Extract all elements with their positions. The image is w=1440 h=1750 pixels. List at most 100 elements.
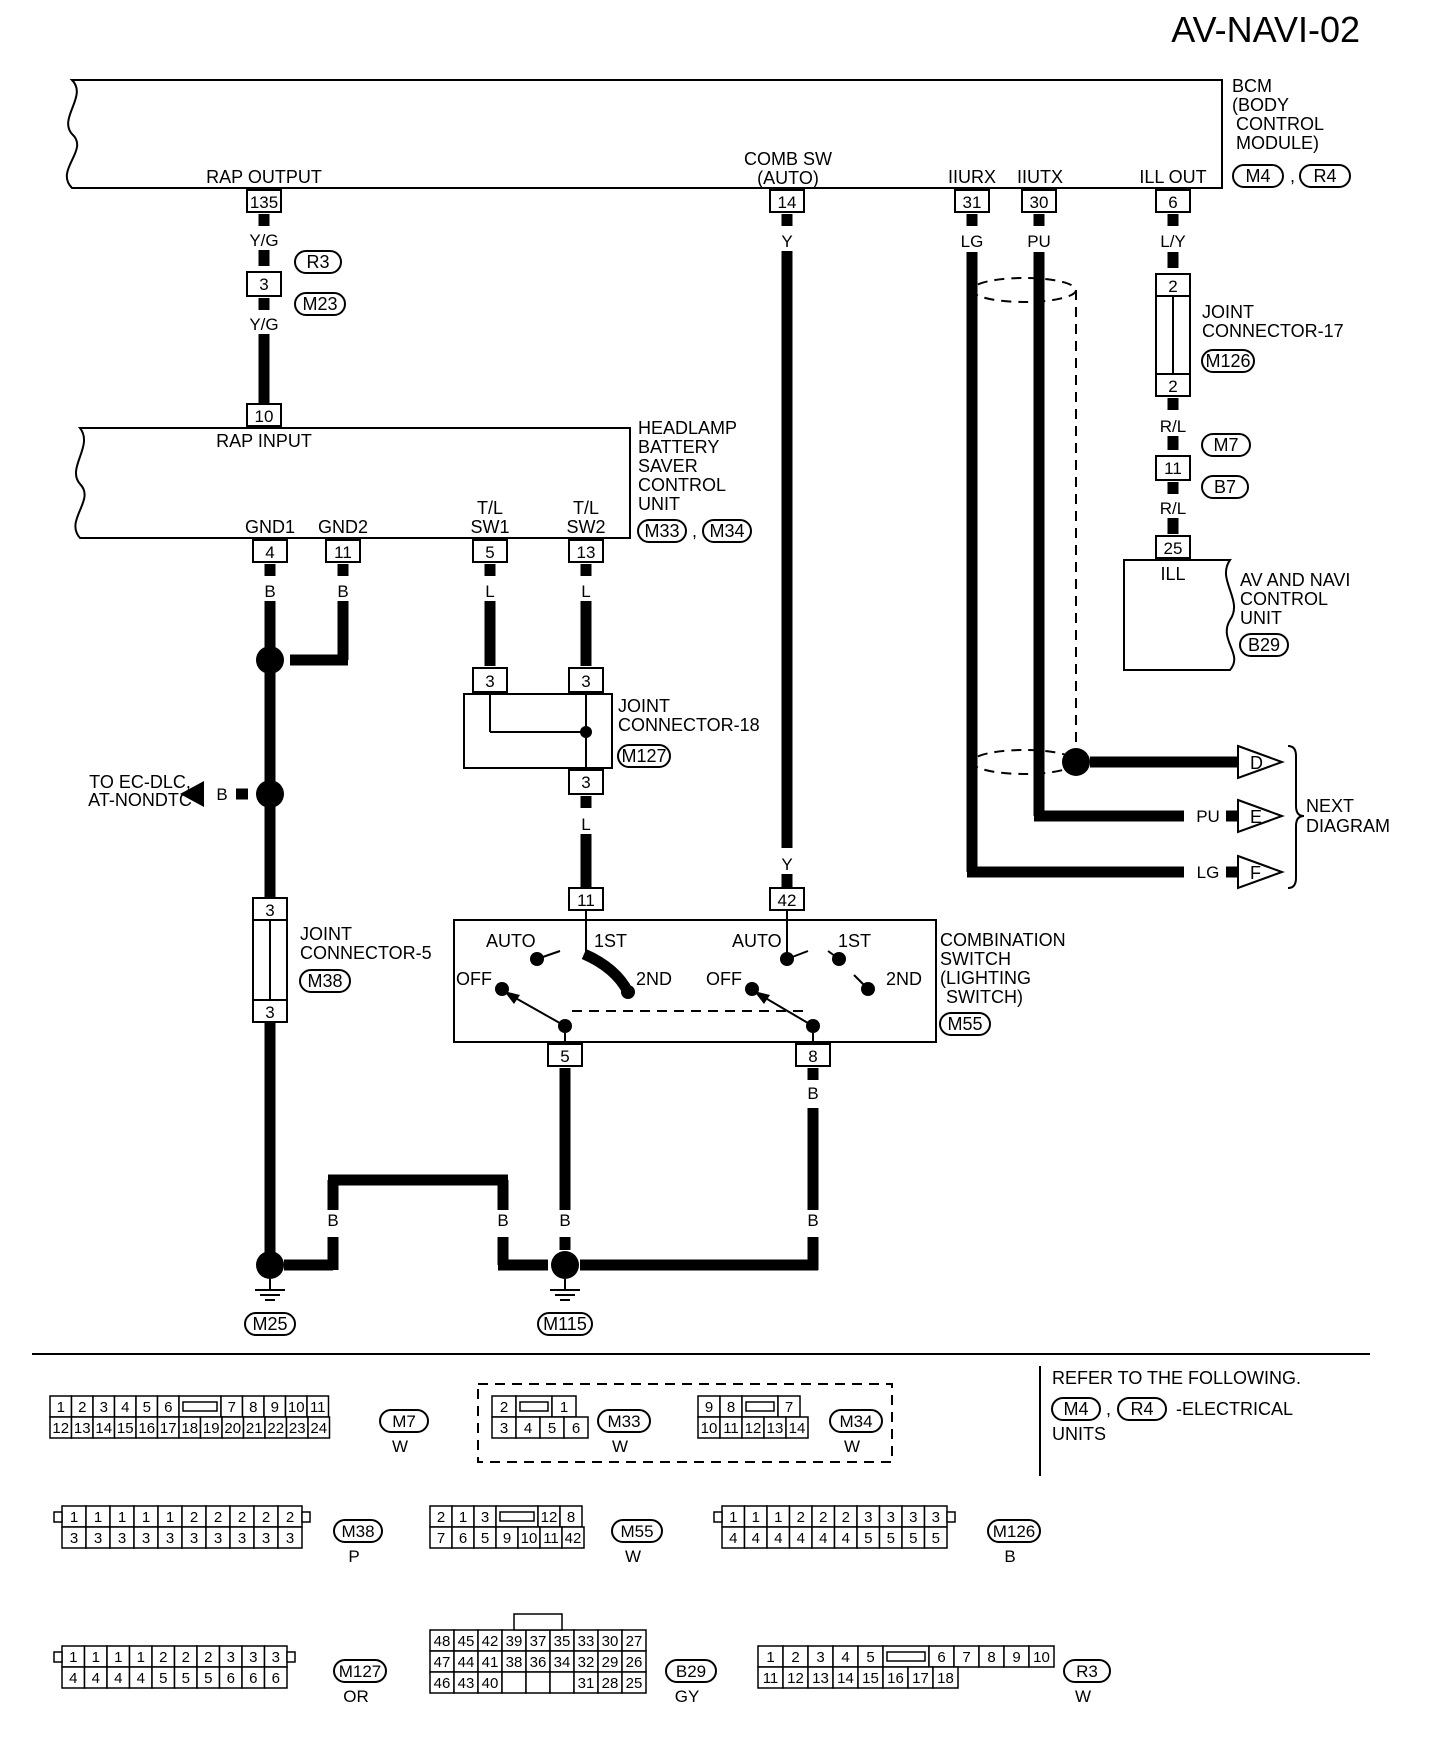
cavity-number: 1 [729,1509,737,1526]
cavity-number: 16 [887,1670,904,1687]
cavity-number: 3 [166,1530,174,1547]
cavity-number: 1 [166,1509,174,1526]
cavity-number: 47 [434,1654,451,1671]
connector-tag: M38 [307,971,342,991]
cavity-number: 1 [137,1649,145,1666]
cavity-number: 19 [203,1420,220,1437]
cavity-number: 6 [164,1399,172,1416]
cavity-number: 3 [262,1530,270,1547]
cavity-number: 6 [572,1420,580,1437]
connector-cavity [932,1666,959,1689]
connector-tag: R4 [1313,166,1336,186]
cavity-number: 3 [238,1530,246,1547]
switch-pos-2nd: 2ND [636,969,672,989]
cavity-number: 3 [190,1530,198,1547]
switch-pos-auto: AUTO [732,931,782,951]
connector-tag: R3 [1076,1662,1098,1681]
wire-color: L [581,815,590,834]
next-diagram-label: DIAGRAM [1306,816,1390,836]
cavity-number: 6 [459,1530,467,1547]
connector-tag: M7 [1213,435,1238,455]
cavity-number: 7 [962,1649,970,1666]
cavity-number: 1 [92,1649,100,1666]
connector-tag: M55 [620,1522,653,1541]
cavity-number: 27 [626,1633,643,1650]
connector-cavity [923,1526,948,1549]
cavity-number: 20 [224,1420,241,1437]
wire-color: B [264,1211,275,1230]
cavity-number: 8 [727,1399,735,1416]
bcm-pin-label-iiutx: IIUTX [1017,167,1063,187]
cavity-number: 9 [705,1399,713,1416]
cavity-number: 2 [190,1509,198,1526]
cavity-number: 3 [887,1509,895,1526]
switch-label-line: SWITCH) [946,987,1023,1007]
comma-sep: , [692,521,697,541]
connector-cavity [277,1526,303,1549]
cavity-number: 48 [434,1633,451,1650]
wire-color: B [807,1084,818,1103]
cavity-number: 44 [458,1654,475,1671]
bcm-pin-label-ill-out: ILL OUT [1139,167,1206,187]
cavity-number: 3 [227,1649,235,1666]
wire-color: PU [1027,232,1051,251]
cavity-number: 40 [482,1675,499,1692]
cavity-number: 14 [95,1420,112,1437]
bcm-label-line: (BODY [1232,95,1289,115]
connector-cavity [263,1666,288,1689]
cavity-number: 3 [249,1649,257,1666]
pin-number: 3 [265,1003,274,1022]
joint-label-line: CONNECTOR-5 [300,943,432,963]
unit-label-line: HEADLAMP [638,418,737,438]
headlamp-pins: 4 11 5 13 [252,539,604,563]
cavity-number: 36 [530,1654,547,1671]
cavity-number: 15 [117,1420,134,1437]
pin-number: 135 [250,193,278,212]
wire-color: Y/G [249,315,278,334]
comma-sep: , [1106,1399,1111,1419]
cavity-number: 18 [181,1420,198,1437]
connector-tag: M33 [607,1412,640,1431]
cavity-number: 6 [249,1670,257,1687]
cavity-number: 6 [227,1670,235,1687]
cavity-number: 11 [543,1530,559,1547]
wire-color: R/L [1160,417,1186,436]
cavity-number: 17 [160,1420,177,1437]
splice-dot [256,780,284,808]
tl-sw2-label: SW2 [566,517,605,537]
cavity-number: 11 [310,1399,326,1416]
cavity-number: 3 [118,1530,126,1547]
pin-number: 8 [808,1047,817,1066]
pin-number: 5 [560,1047,569,1066]
connector-tag: B29 [676,1662,706,1681]
unit-label-line: UNIT [1240,608,1282,628]
cavity-number: 3 [932,1509,940,1526]
cavity-number: 10 [701,1420,718,1437]
combination-switch: 11 42 AUTO 1ST 2ND OFF AUTO 1ST 2ND OFF [453,887,1066,1210]
pin-number: 3 [485,672,494,691]
joint-label-line: JOINT [1202,302,1254,322]
cavity-number: 9 [503,1530,511,1547]
cavity-number: 8 [249,1399,257,1416]
switch-pos-off: OFF [456,969,492,989]
wire-color: Y [781,232,792,251]
cavity-number: 1 [69,1649,77,1666]
connector-tag: M34 [709,521,744,541]
connector-cavity [307,1416,331,1439]
pin-number: 10 [255,407,274,426]
cavity-number: 3 [286,1530,294,1547]
bcm-pin-label-iiurx: IIURX [948,167,996,187]
cavity-number: 10 [288,1399,305,1416]
cavity-number: 1 [114,1649,122,1666]
cavity-number: 7 [437,1530,445,1547]
connector-cavity [1028,1645,1055,1668]
wire-color: B [559,1211,570,1230]
wire-color: B [264,582,275,601]
cavity-number: 2 [204,1649,212,1666]
switch-pos-2nd: 2ND [886,969,922,989]
ground-network: B B B B M25 M115 [244,1079,819,1336]
next-letter: D [1250,753,1263,773]
